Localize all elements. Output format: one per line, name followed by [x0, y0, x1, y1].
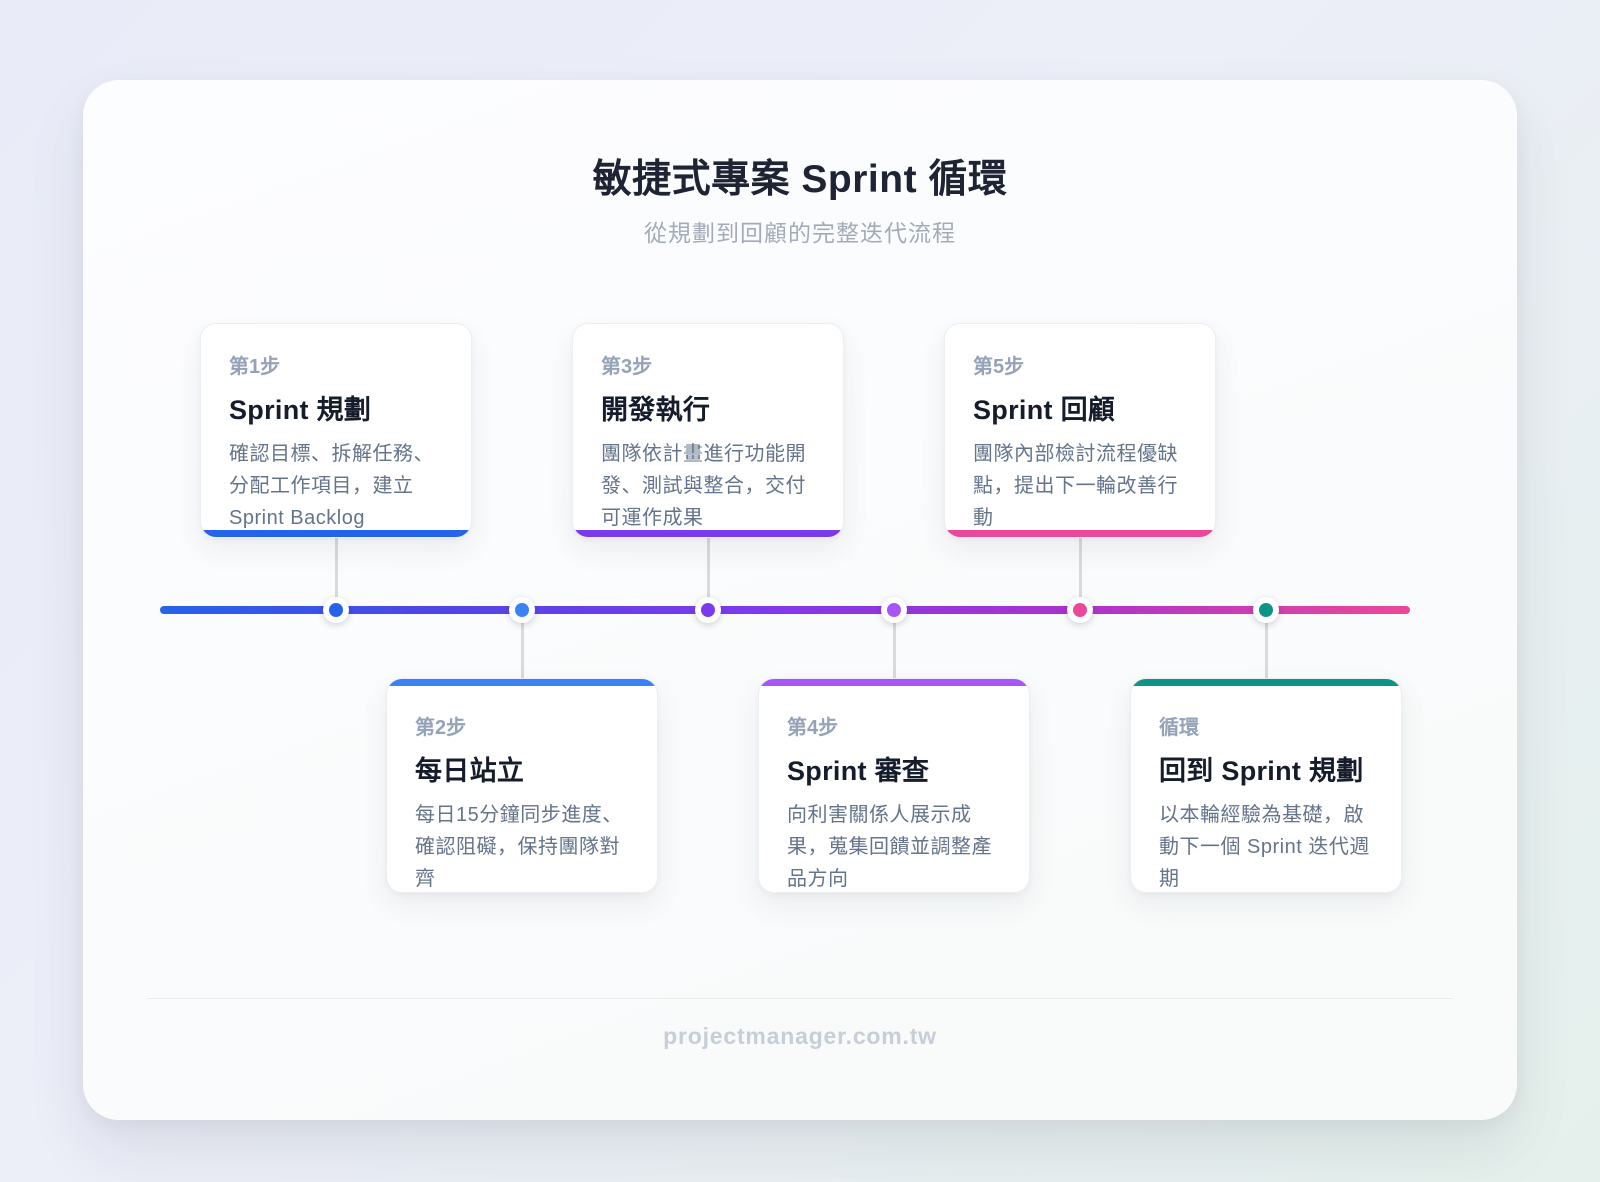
connector-step-5	[1079, 535, 1082, 608]
step-description: 確認目標、拆解任務、分配工作項目，建立 Sprint Backlog	[229, 443, 434, 529]
timeline-dot-2-core	[515, 603, 529, 617]
timeline-dot-3-core	[701, 603, 715, 617]
step-card-2: 第2步 每日站立 每日15分鐘同步進度、確認阻礙，保持團隊對齊	[386, 678, 658, 893]
step-accent-bar	[945, 530, 1215, 537]
footer-divider	[147, 998, 1453, 999]
timeline-dot-3	[695, 597, 721, 623]
step-title: 開發執行	[601, 395, 711, 425]
page-subtitle: 從規劃到回顧的完整迭代流程	[644, 220, 956, 246]
timeline-dot-6	[1253, 597, 1279, 623]
step-label: 第3步	[601, 356, 653, 378]
step-title: Sprint 規劃	[229, 395, 372, 425]
step-accent-bar	[1131, 679, 1401, 686]
step-title: 回到 Sprint 規劃	[1159, 756, 1364, 786]
step-card-1: 第1步 Sprint 規劃 確認目標、拆解任務、分配工作項目，建立 Sprint…	[200, 323, 472, 538]
timeline-dot-4-core	[887, 603, 901, 617]
timeline-dot-5-core	[1073, 603, 1087, 617]
step-description: 以本輪經驗為基礎，啟動下一個 Sprint 迭代週期	[1159, 804, 1370, 890]
step-label: 第2步	[415, 717, 467, 739]
timeline-dot-2	[509, 597, 535, 623]
timeline-dot-1	[323, 597, 349, 623]
step-card-3: 第3步 開發執行 團隊依計畫進行功能開發、測試與整合，交付可運作成果	[572, 323, 844, 538]
timeline-dot-4	[881, 597, 907, 623]
step-card-4: 第4步 Sprint 審查 向利害關係人展示成果，蒐集回饋並調整產品方向	[758, 678, 1030, 893]
connector-step-4	[893, 612, 896, 678]
timeline-dot-1-core	[329, 603, 343, 617]
step-description: 向利害關係人展示成果，蒐集回饋並調整產品方向	[787, 804, 992, 890]
step-description: 每日15分鐘同步進度、確認阻礙，保持團隊對齊	[415, 804, 623, 890]
timeline-dot-6-core	[1259, 603, 1273, 617]
step-title: Sprint 審查	[787, 756, 930, 786]
footer-brand: projectmanager.com.tw	[663, 1023, 937, 1049]
step-title: 每日站立	[415, 756, 525, 786]
step-title: Sprint 回顧	[973, 395, 1116, 425]
step-label: 第4步	[787, 717, 839, 739]
step-label: 循環	[1159, 717, 1199, 739]
timeline-line	[160, 606, 1410, 614]
step-accent-bar	[573, 530, 843, 537]
connector-step-2	[521, 612, 524, 678]
infographic-panel: 敏捷式專案 Sprint 循環 從規劃到回顧的完整迭代流程 第1步 Sprint…	[83, 80, 1517, 1120]
page-title: 敏捷式專案 Sprint 循環	[592, 158, 1008, 201]
step-description: 團隊依計畫進行功能開發、測試與整合，交付可運作成果	[601, 443, 806, 529]
connector-step-3	[707, 535, 710, 608]
step-card-6: 循環 回到 Sprint 規劃 以本輪經驗為基礎，啟動下一個 Sprint 迭代…	[1130, 678, 1402, 893]
connector-step-1	[335, 535, 338, 608]
step-description: 團隊內部檢討流程優缺點，提出下一輪改善行動	[973, 443, 1178, 529]
step-label: 第1步	[229, 356, 281, 378]
step-accent-bar	[201, 530, 471, 537]
step-accent-bar	[759, 679, 1029, 686]
timeline-dot-5	[1067, 597, 1093, 623]
step-card-5: 第5步 Sprint 回顧 團隊內部檢討流程優缺點，提出下一輪改善行動	[944, 323, 1216, 538]
step-label: 第5步	[973, 356, 1025, 378]
connector-step-6	[1265, 612, 1268, 678]
step-accent-bar	[387, 679, 657, 686]
